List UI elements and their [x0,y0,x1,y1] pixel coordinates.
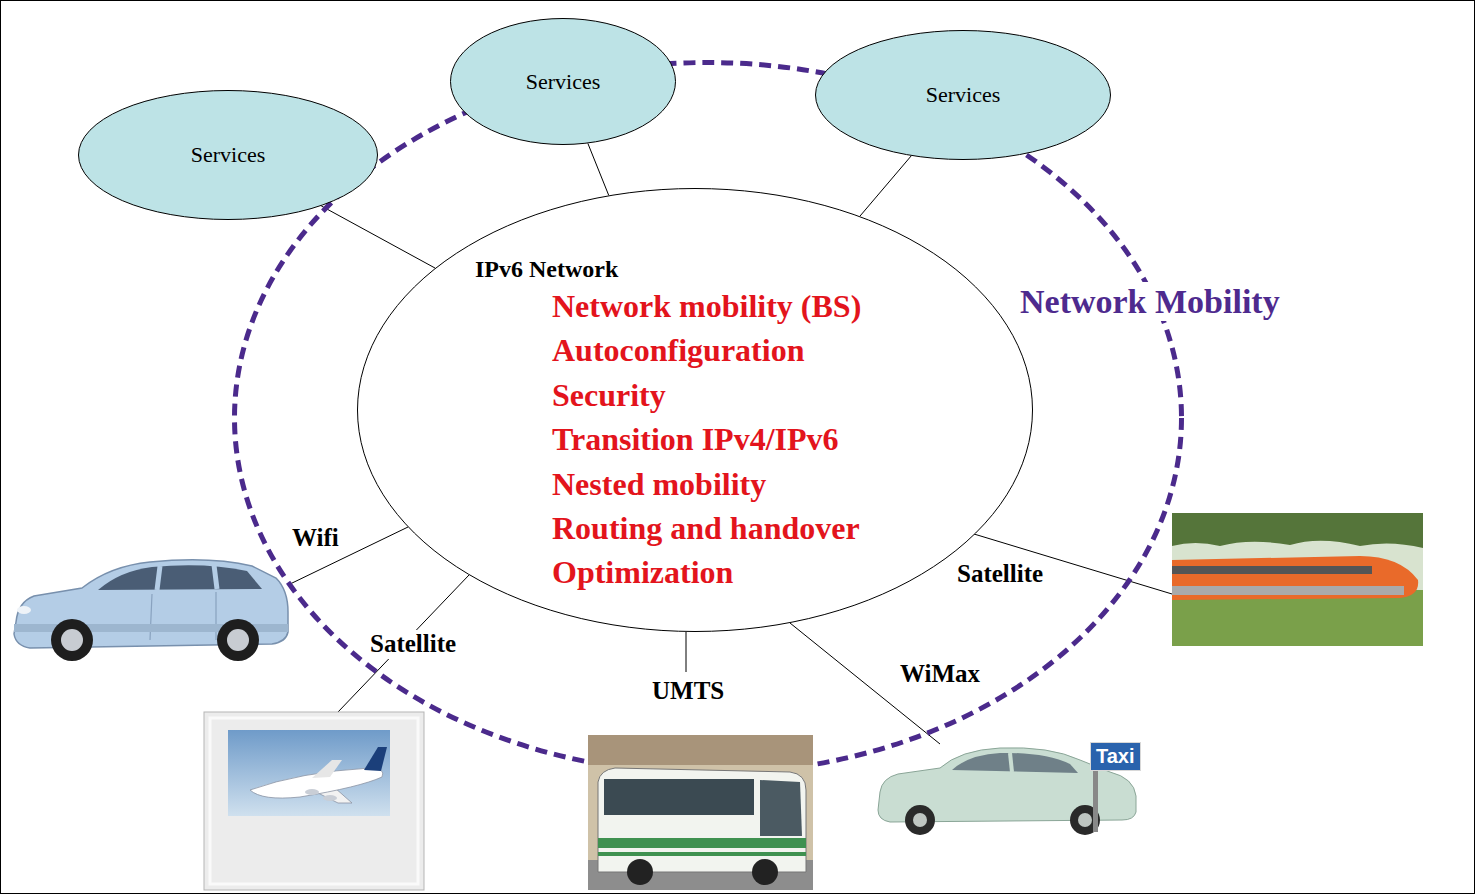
outline-ellipse [235,63,1182,774]
feature-item: Transition IPv4/IPv6 [552,421,839,458]
link-label: Satellite [955,560,1045,589]
car-picture [14,560,288,661]
service-name: Services [191,142,266,167]
access-link [686,632,687,672]
service-ellipse: Services [815,30,1111,160]
link-line [588,143,609,195]
ipv6-network-ellipse: IPv6 NetworkNetwork mobility (BS) Autocon… [357,188,1033,632]
ring-title: Network Mobility [1017,282,1283,321]
link-label: Satellite [368,630,458,659]
feature-item: Optimization [552,554,733,591]
network-title: IPv6 Network [475,256,618,284]
feature-item: Routing and handover [552,510,860,547]
feature-item: Network mobility (BS) [552,288,861,325]
outline-ellipse [451,19,676,145]
outline-ellipse [79,91,378,220]
taxi-sign: Taxi [1090,742,1141,771]
service-ellipse: Services [78,90,378,220]
service-ellipse: Services [450,18,676,145]
service-name: Services [526,69,601,94]
link-line [321,206,435,268]
outline-ellipse [358,189,1033,632]
outline-ellipse [816,31,1111,160]
link-label: UMTS [650,677,726,706]
service-name: Services [926,82,1001,107]
feature-item: Autoconfiguration [552,332,804,369]
link-label: Wifi [290,524,341,553]
train-picture [1172,513,1423,646]
airplane-picture [204,712,424,890]
bus-picture [588,735,813,890]
link-line [860,156,911,216]
feature-item: Nested mobility [552,466,766,503]
link-label: WiMax [898,660,982,689]
feature-item: Security [552,377,666,414]
